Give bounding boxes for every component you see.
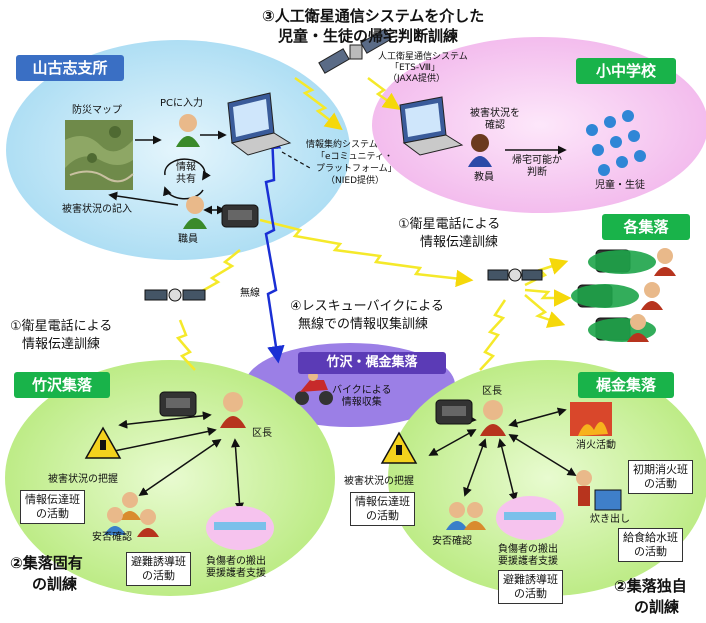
info-system-line-2: 「eコミュニティ・ xyxy=(316,152,393,162)
bike-area-header: 竹沢・梶金集落 xyxy=(298,352,446,374)
judge-label: 帰宅可能か 判断 xyxy=(512,155,562,178)
injured-transport-icons xyxy=(206,496,564,550)
sat-phone-left-line-2: 情報伝達訓練 xyxy=(22,337,101,352)
hazard-map-label: 防災マップ xyxy=(72,105,122,116)
branch-header: 山古志支所 xyxy=(16,55,124,81)
teacher-label: 教員 xyxy=(474,172,494,183)
takezawa-specific-line-2: の訓練 xyxy=(32,575,78,593)
students-icon xyxy=(586,110,646,176)
satellite-icon-top xyxy=(318,28,392,74)
satellite-system-line-1: 人工衛星通信システム xyxy=(378,52,468,62)
laptop-icon-school xyxy=(399,96,464,156)
person-icons xyxy=(104,114,676,537)
bike-info-label: バイクによる 情報収集 xyxy=(332,385,392,408)
satellite-icon-left xyxy=(144,288,206,302)
kajigane-info-team-box: 情報伝達班 の活動 xyxy=(350,492,415,526)
satellite-system-line-2: 「ETS-Ⅷ」 xyxy=(390,63,440,73)
sat-phone-left-line-1: ①衛星電話による xyxy=(10,319,113,334)
branch-arrows xyxy=(108,130,227,215)
kajigane-evac-team-box: 避難誘導班 の活動 xyxy=(498,570,563,604)
satellite-system-line-3: （JAXA提供） xyxy=(388,74,445,84)
share-label: 情報 共有 xyxy=(176,162,196,185)
info-system-line-1: 情報集約システム xyxy=(306,140,378,150)
students-label: 児童・生徒 xyxy=(595,180,645,191)
kajigane-specific-line-2: の訓練 xyxy=(634,598,680,616)
school-header: 小中学校 xyxy=(576,58,676,84)
satellite-signal-lines xyxy=(175,76,572,371)
sat-phone-right-line-1: ①衛星電話による xyxy=(398,217,501,232)
takezawa-chief-label: 区長 xyxy=(252,428,272,439)
phone-keys xyxy=(166,210,466,416)
takezawa-info-team-box: 情報伝達班 の活動 xyxy=(20,490,85,524)
title-line-1: ③人工衛星通信システムを介した xyxy=(262,7,485,25)
confirm-damage-label: 被害状況を 確認 xyxy=(470,108,520,131)
takezawa-safety-label: 安否確認 xyxy=(92,532,132,543)
cooking-icon xyxy=(576,470,622,511)
takezawa-header: 竹沢集落 xyxy=(14,372,110,398)
villages-header: 各集落 xyxy=(602,214,690,240)
warning-sign-icons xyxy=(84,426,418,464)
kajigane-food-team-box: 給食給水班 の活動 xyxy=(618,528,683,562)
sat-phone-right-line-2: 情報伝達訓練 xyxy=(420,235,499,250)
village-phone-disks xyxy=(571,250,656,342)
kajigane-damage-label: 被害状況の把握 xyxy=(344,476,414,487)
kajigane-header: 梶金集落 xyxy=(578,372,674,398)
laptop-icon-branch xyxy=(227,92,292,156)
title-line-2: 児童・生徒の帰宅判断訓練 xyxy=(278,27,459,45)
firefighting-icon xyxy=(570,402,612,436)
info-system-line-4: （NIED提供） xyxy=(326,176,385,186)
kajigane-safety-label: 安否確認 xyxy=(432,536,472,547)
kajigane-cooking-label: 炊き出し xyxy=(590,514,630,525)
rescue-bike-line-2: 無線での情報収集訓練 xyxy=(298,317,429,332)
kajigane-chief-label: 区長 xyxy=(482,386,502,397)
takezawa-damage-label: 被害状況の把握 xyxy=(48,474,118,485)
pc-input-label: PCに入力 xyxy=(160,98,204,109)
takezawa-specific-line-1: ②集落固有 xyxy=(10,554,83,572)
kajigane-fire-team-box: 初期消火班 の活動 xyxy=(628,460,693,494)
satellite-icon-right xyxy=(487,268,543,282)
kajigane-firefight-label: 消火活動 xyxy=(576,440,616,451)
takezawa-injured-label: 負傷者の搬出 要援護者支援 xyxy=(206,556,266,579)
kajigane-injured-label: 負傷者の搬出 要援護者支援 xyxy=(498,544,558,567)
hazard-map-image xyxy=(65,120,134,190)
radio-link xyxy=(263,131,285,364)
kajigane-arrows xyxy=(428,407,577,502)
wireless-label: 無線 xyxy=(240,288,260,299)
takezawa-evac-team-box: 避難誘導班 の活動 xyxy=(126,552,191,586)
record-damage-label: 被害状況の記入 xyxy=(62,204,132,215)
rescue-bike-line-1: ④レスキューバイクによる xyxy=(290,299,444,314)
staff-label: 職員 xyxy=(178,234,198,245)
info-system-line-3: プラットフォーム」 xyxy=(316,164,397,174)
kajigane-specific-line-1: ②集落独自 xyxy=(614,577,687,595)
